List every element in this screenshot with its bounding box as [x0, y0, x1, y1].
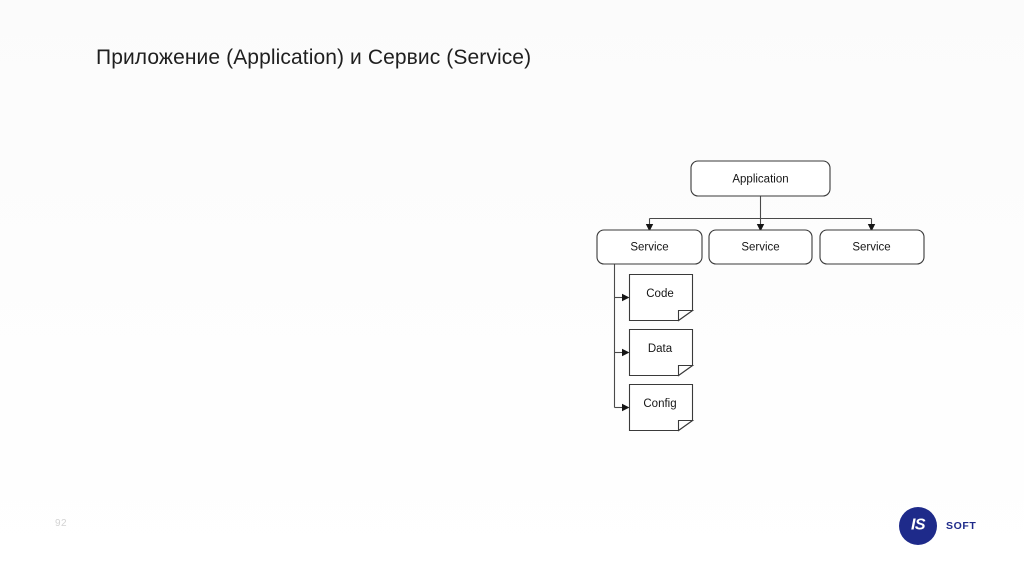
node-service-1-label: Service [630, 242, 668, 254]
arrowhead-data [622, 348, 630, 357]
node-service-2[interactable]: Service [708, 229, 813, 265]
node-application[interactable]: Application [690, 160, 831, 197]
page-number: 92 [55, 518, 68, 529]
node-code[interactable]: Code [628, 273, 695, 322]
node-code-fold-icon [677, 309, 695, 322]
connector-application-to-services [645, 196, 876, 232]
node-config-label: Config [643, 398, 676, 410]
logo-circle-icon: IS [899, 507, 937, 545]
brand-logo: IS SOFT [899, 506, 985, 546]
node-service-3[interactable]: Service [819, 229, 925, 265]
node-service-2-box[interactable] [708, 229, 813, 265]
node-config[interactable]: Config [628, 383, 695, 432]
logo-wordmark: SOFT [946, 520, 977, 532]
node-data[interactable]: Data [628, 328, 695, 377]
node-service-1[interactable]: Service [596, 229, 703, 265]
connector-service-to-children [613, 263, 630, 412]
node-application-box[interactable] [690, 160, 831, 197]
node-data-fold-icon [677, 364, 695, 377]
page-title: Приложение (Application) и Сервис (Servi… [96, 46, 532, 69]
node-data-label: Data [648, 343, 673, 355]
node-service-2-label: Service [741, 242, 779, 254]
node-service-3-box[interactable] [819, 229, 925, 265]
arrowhead-code [622, 293, 630, 302]
arrowhead-config [622, 403, 630, 412]
node-config-fold-icon [677, 419, 695, 432]
node-code-label: Code [646, 288, 674, 300]
node-service-3-label: Service [852, 242, 890, 254]
node-service-1-box[interactable] [596, 229, 703, 265]
logo-initials: IS [911, 516, 926, 534]
node-application-label: Application [732, 174, 788, 186]
